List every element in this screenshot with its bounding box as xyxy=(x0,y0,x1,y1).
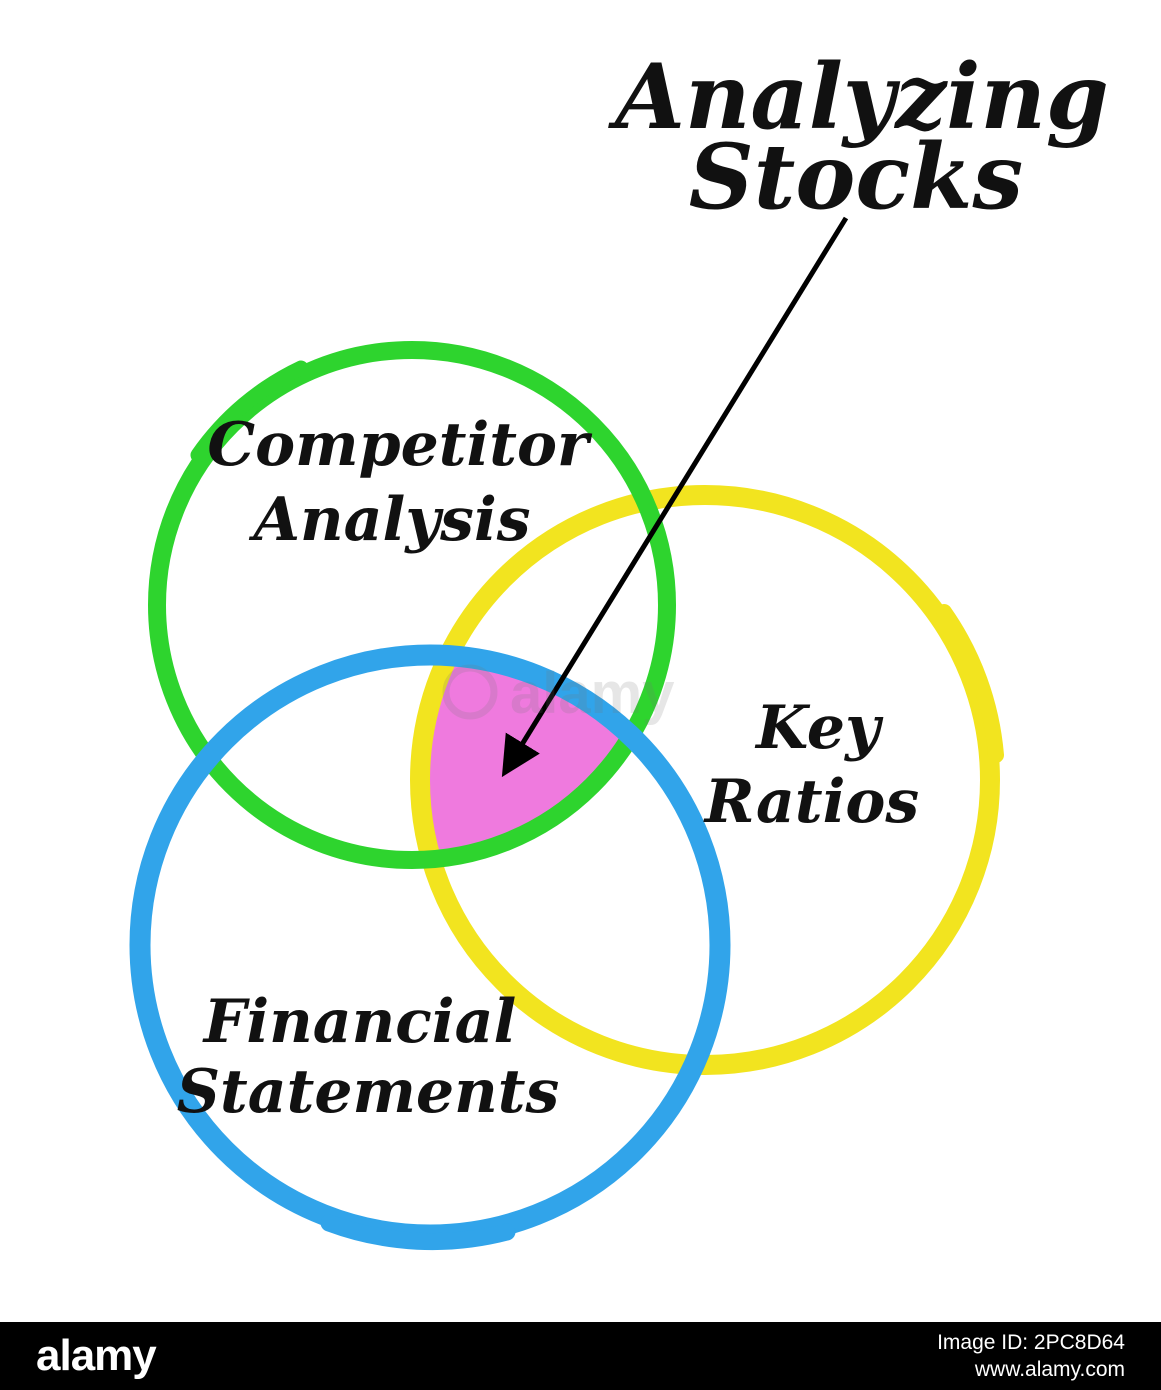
label-financial-statements-line1: Financial xyxy=(202,987,517,1057)
label-financial-statements-line2: Statements xyxy=(177,1057,560,1127)
circle-competitor-analysis-brush-tail xyxy=(190,360,309,463)
alamy-footer-logo: alamy xyxy=(36,1331,157,1380)
watermark-footer-bar: alamy Image ID: 2PC8D64 www.alamy.com xyxy=(0,1322,1161,1390)
label-key-ratios-line1: Key xyxy=(754,693,884,763)
alamy-url: www.alamy.com xyxy=(974,1358,1125,1381)
image-id-label: Image ID: 2PC8D64 xyxy=(937,1331,1125,1354)
label-key-ratios-line2: Ratios xyxy=(703,767,919,837)
diagram-title-line2: Stocks xyxy=(689,124,1023,230)
label-competitor-analysis-line1: Competitor xyxy=(207,410,593,480)
alamy-watermark-text: alamy xyxy=(510,661,674,726)
diagram-title-line1: Analyzing xyxy=(607,44,1109,150)
alamy-center-watermark: alamy xyxy=(442,661,674,726)
footer-meta: Image ID: 2PC8D64 www.alamy.com xyxy=(937,1329,1125,1383)
label-competitor-analysis-line2: Analysis xyxy=(248,485,530,555)
circle-financial-statements-brush-tail xyxy=(320,1214,516,1251)
circle-key-ratios-brush-tail xyxy=(936,604,1004,763)
title-arrow xyxy=(501,216,849,778)
circle-competitor-analysis xyxy=(148,341,676,869)
alamy-watermark-icon xyxy=(442,664,498,720)
venn-diagram: alamy Analyzing Stocks Competitor Analys… xyxy=(129,44,1109,1251)
